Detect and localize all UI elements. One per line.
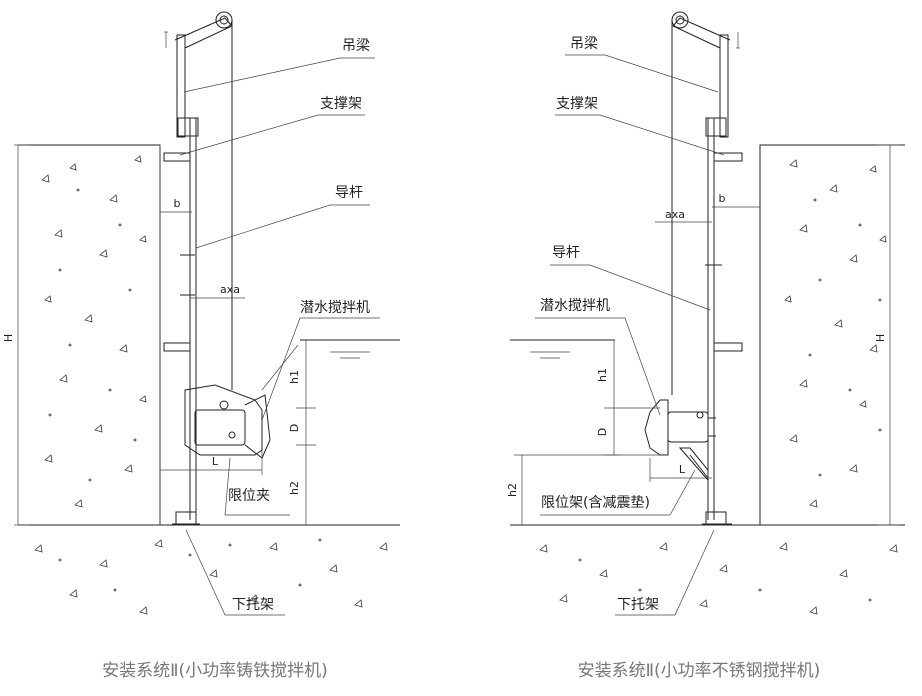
left-caption: 安装系统Ⅱ(小功率铸铁搅拌机)	[102, 661, 328, 681]
right-label-limit-frame: 限位架(含减震垫)	[541, 495, 650, 511]
left-dim-b-label: b	[174, 197, 181, 210]
left-dim-h1-label: h1	[288, 370, 301, 384]
right-concrete-hatch	[539, 159, 898, 615]
left-dim-axa-label: axa	[220, 283, 240, 296]
right-label-mixer: 潜水搅拌机	[540, 298, 610, 314]
left-dim-b: b	[160, 197, 192, 213]
right-dim-h2-label: h2	[506, 483, 519, 497]
right-label-guide-rod: 导杆	[552, 245, 580, 261]
left-tank-wall	[18, 144, 400, 526]
left-label-support-frame: 支撑架	[320, 96, 362, 112]
right-submersible-mixer	[644, 399, 716, 456]
left-label-limit-clamp: 限位夹	[228, 488, 270, 504]
left-label-mixer: 潜水搅拌机	[300, 300, 370, 316]
right-dim-h1-label: h1	[596, 368, 609, 382]
right-dim-b: b	[712, 192, 760, 208]
left-guide-rod-assembly	[163, 117, 200, 525]
right-installation-system: H b axa	[506, 11, 905, 681]
right-dim-L: L	[649, 458, 712, 482]
right-dim-L-label: L	[679, 463, 686, 476]
left-label-lifting-beam: 吊梁	[342, 38, 370, 54]
left-dim-h2-label: h2	[288, 481, 301, 495]
left-dim-L: L	[160, 450, 263, 475]
left-dim-D-label: D	[288, 424, 301, 432]
right-tank-wall	[510, 144, 905, 526]
right-vertical-dims: h1 D h2	[506, 340, 660, 525]
right-leaders	[535, 54, 725, 616]
right-label-lifting-beam: 吊梁	[570, 36, 598, 52]
right-dim-axa: axa	[655, 208, 712, 223]
right-dim-b-label: b	[719, 192, 726, 205]
left-label-bottom-bracket: 下托架	[232, 597, 274, 613]
left-dim-H-label: H	[2, 334, 15, 342]
left-vertical-dims: h1 D h2	[288, 340, 316, 525]
right-label-support-frame: 支撑架	[556, 96, 598, 112]
right-dim-H-label: H	[874, 334, 887, 342]
left-dim-L-label: L	[212, 455, 219, 468]
right-dim-D-label: D	[596, 428, 609, 436]
right-lifting-beam	[671, 11, 740, 395]
right-label-bottom-bracket: 下托架	[617, 597, 659, 613]
right-caption: 安装系统Ⅱ(小功率不锈钢搅拌机)	[578, 661, 821, 681]
right-dim-H: H	[874, 144, 900, 526]
left-concrete-hatch	[34, 155, 388, 615]
left-water-level	[300, 339, 400, 359]
right-water-level	[510, 339, 615, 359]
left-installation-system: H b	[2, 11, 400, 681]
left-label-guide-rod: 导杆	[335, 185, 363, 201]
left-submersible-mixer	[184, 344, 299, 459]
left-dim-H: H	[2, 144, 30, 526]
right-dim-axa-label: axa	[665, 208, 685, 221]
right-guide-rod-assembly	[702, 117, 743, 525]
right-limit-frame	[678, 447, 709, 482]
left-leaders	[179, 57, 380, 616]
left-dim-axa: axa	[190, 283, 245, 299]
